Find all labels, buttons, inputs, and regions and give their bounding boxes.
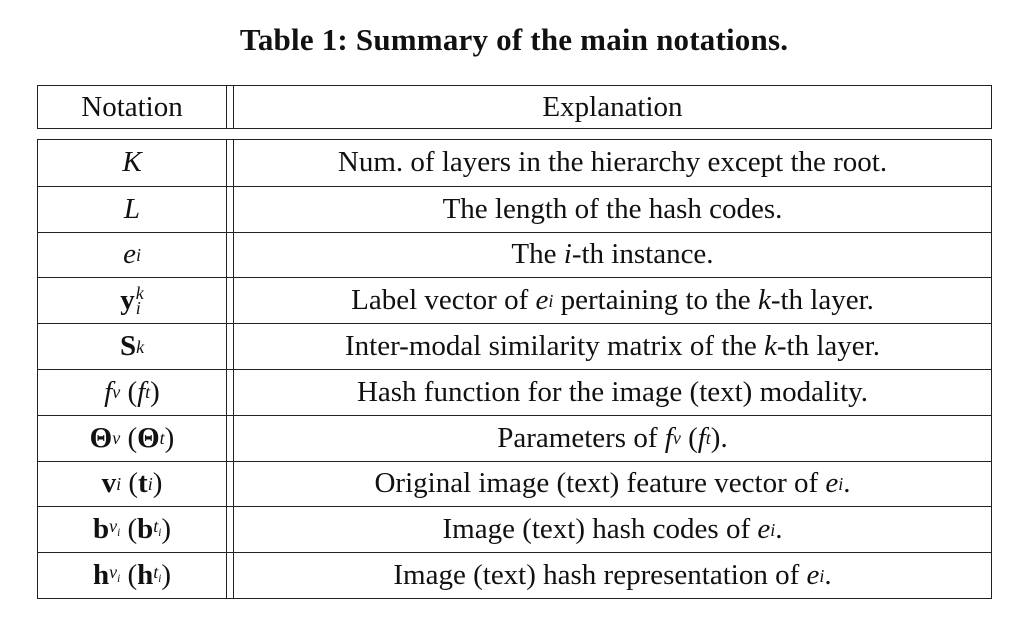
explanation-cell: Inter-modal similarity matrix of the k-t… bbox=[345, 330, 880, 363]
table-header-row: Notation Explanation bbox=[37, 85, 992, 129]
double-rule bbox=[226, 186, 234, 232]
double-rule bbox=[226, 324, 234, 369]
explanation-cell: The length of the hash codes. bbox=[442, 192, 783, 225]
double-rule bbox=[226, 232, 234, 278]
explanation-cell: Num. of layers in the hierarchy except t… bbox=[337, 146, 888, 179]
explanation-cell: Hash function for the image (text) modal… bbox=[356, 375, 869, 408]
header-explanation: Explanation bbox=[542, 90, 683, 123]
explanation-cell: The i-th instance. bbox=[511, 238, 714, 271]
notation-cell: K bbox=[122, 146, 142, 179]
double-rule bbox=[226, 553, 234, 598]
notation-cell: L bbox=[123, 192, 141, 225]
table-row: L The length of the hash codes. bbox=[38, 185, 991, 232]
table-body: K Num. of layers in the hierarchy except… bbox=[37, 139, 992, 599]
double-rule bbox=[226, 278, 234, 324]
notation-table: Notation Explanation K Num. of layers in… bbox=[37, 85, 992, 599]
double-rule bbox=[226, 140, 234, 186]
double-rule bbox=[226, 86, 234, 128]
header-notation: Notation bbox=[81, 90, 183, 123]
explanation-cell: Original image (text) feature vector of … bbox=[374, 467, 851, 500]
double-rule bbox=[226, 369, 234, 415]
table-row: K Num. of layers in the hierarchy except… bbox=[38, 140, 991, 186]
double-rule bbox=[226, 461, 234, 507]
table-caption: Table 1: Summary of the main notations. bbox=[239, 22, 789, 57]
double-rule bbox=[226, 415, 234, 461]
double-rule bbox=[226, 507, 234, 553]
